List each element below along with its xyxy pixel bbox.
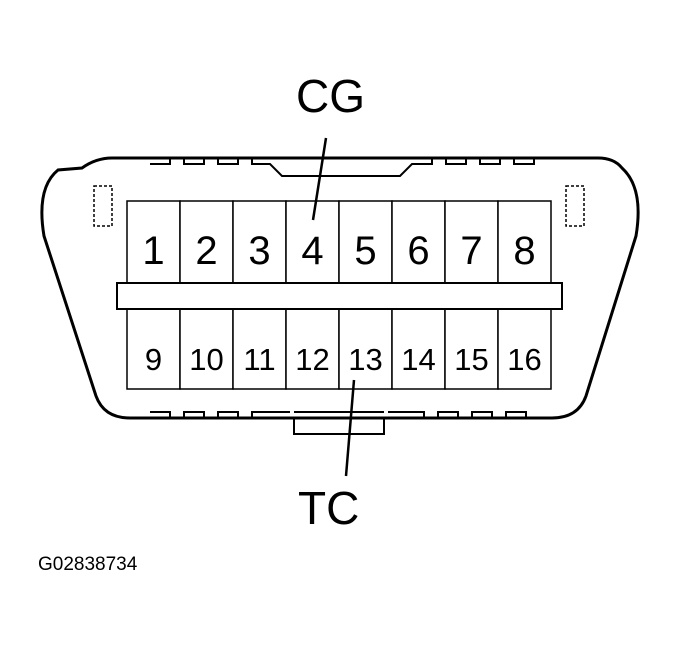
- pin-cell-11: [232, 308, 287, 390]
- top-notch-edge: [150, 158, 535, 177]
- tc-callout-label: TC: [298, 482, 359, 534]
- pin-number-5: 5: [354, 229, 376, 273]
- pin-number-15: 15: [454, 342, 488, 377]
- pin-cell-15: [444, 308, 499, 390]
- pin-number-9: 9: [145, 342, 162, 377]
- pin-number-12: 12: [295, 342, 329, 377]
- cg-callout-label: CG: [296, 70, 365, 122]
- pin-number-3: 3: [248, 229, 270, 273]
- pin-number-4: 4: [301, 229, 323, 273]
- pin-cell-16: [497, 308, 552, 390]
- connector-housing: [40, 156, 640, 420]
- right-guide-slot: [565, 185, 585, 227]
- left-guide-slot: [93, 185, 113, 227]
- pin-number-11: 11: [243, 342, 275, 377]
- pin-number-6: 6: [407, 229, 429, 273]
- pin-cell-6: [391, 200, 446, 284]
- figure-id: G02838734: [38, 554, 138, 575]
- pin-number-16: 16: [507, 342, 541, 377]
- pin-cell-2: [179, 200, 234, 284]
- cg-leader-line: [311, 137, 328, 221]
- pin-number-2: 2: [195, 229, 217, 273]
- pin-number-10: 10: [189, 342, 223, 377]
- pin-number-1: 1: [142, 229, 164, 273]
- pin-number-14: 14: [401, 342, 435, 377]
- center-separator-bar: [116, 282, 563, 310]
- pin-cell-10: [179, 308, 234, 390]
- pin-cell-13: [338, 308, 393, 390]
- pin-cell-8: [497, 200, 552, 284]
- tc-leader-line: [344, 379, 356, 477]
- bottom-notch-edge: [150, 411, 527, 435]
- pin-cell-14: [391, 308, 446, 390]
- pin-number-7: 7: [460, 229, 482, 273]
- pin-number-8: 8: [513, 229, 535, 273]
- pin-cell-9: [126, 308, 181, 390]
- pin-number-13: 13: [348, 342, 382, 377]
- bottom-pin-row: 9 10 11 12 13 14 15 16: [126, 308, 552, 390]
